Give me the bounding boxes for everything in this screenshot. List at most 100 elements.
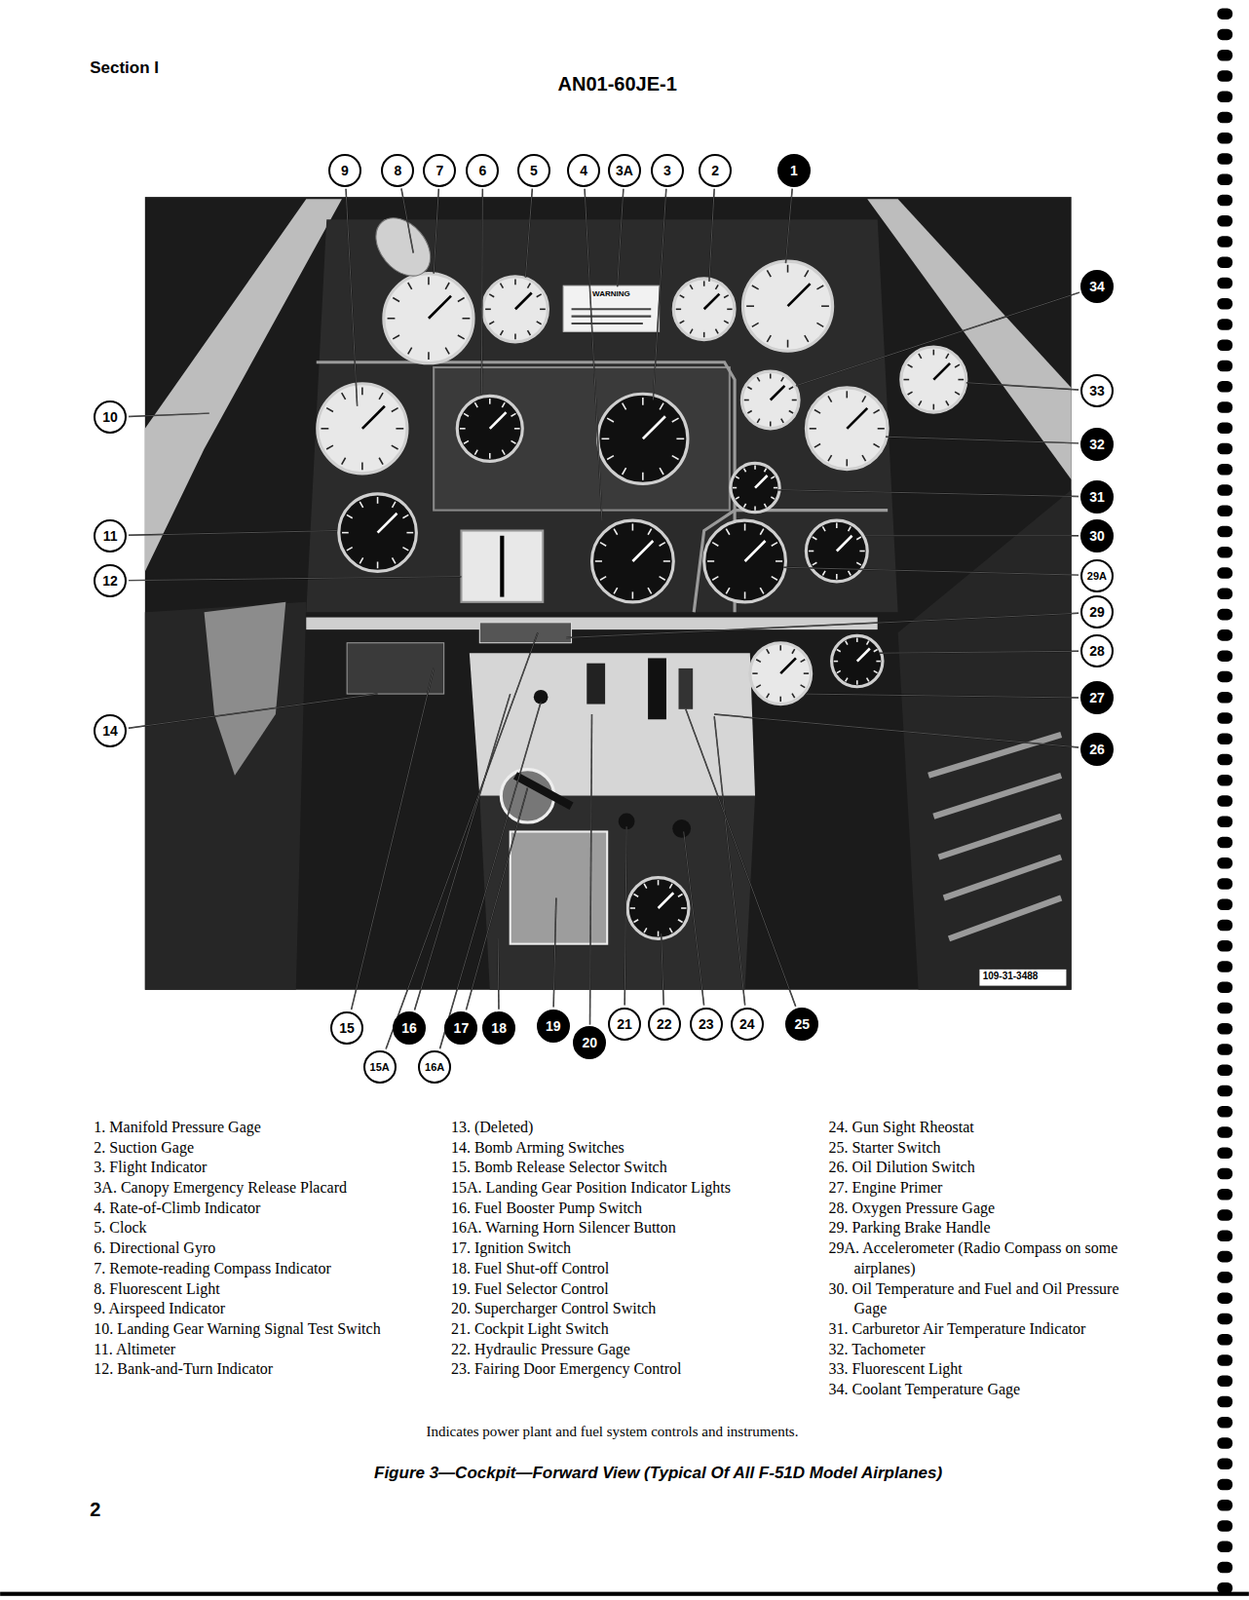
parts-list-item: 4. Rate-of-Climb Indicator bbox=[93, 1198, 386, 1219]
leader-line-highlight bbox=[128, 576, 461, 581]
parts-list-item: 20. Supercharger Control Switch bbox=[451, 1298, 754, 1320]
gauge-tick bbox=[812, 536, 818, 540]
gauge-tick bbox=[723, 320, 729, 324]
gauge-face bbox=[832, 635, 883, 686]
gauge-tick bbox=[326, 408, 334, 413]
leader-line-highlight bbox=[128, 693, 379, 728]
binding-hole bbox=[1216, 815, 1233, 828]
gauge-tick bbox=[678, 919, 683, 923]
gauge-needle bbox=[704, 294, 720, 310]
gauge-tick bbox=[392, 557, 396, 564]
gauge-tick bbox=[341, 457, 346, 465]
gauge-tick bbox=[445, 282, 450, 290]
gauge-tick bbox=[867, 641, 870, 645]
gauge-needle bbox=[857, 647, 871, 661]
leader-line bbox=[805, 693, 1079, 698]
gauge-tick bbox=[771, 542, 778, 547]
leader-line-highlight bbox=[553, 898, 557, 1008]
leader-line-highlight bbox=[385, 632, 538, 1049]
leader-line-highlight bbox=[624, 826, 627, 1005]
gauge-tick bbox=[392, 298, 400, 303]
parts-list-item: 24. Gun Sight Rheostat bbox=[828, 1117, 1126, 1138]
gauge-tick bbox=[457, 335, 465, 340]
gauge-tick bbox=[406, 531, 414, 534]
parts-list-item: 9. Airspeed Indicator bbox=[93, 1298, 386, 1320]
gauge-tick bbox=[445, 347, 450, 355]
gauge-face bbox=[750, 643, 812, 705]
callout-number: 26 bbox=[1080, 732, 1114, 766]
parts-list-item: 16A. Warning Horn Silencer Button bbox=[451, 1217, 754, 1239]
callout-text: 12 bbox=[102, 572, 118, 589]
knob bbox=[533, 689, 549, 705]
right-console-detail bbox=[928, 734, 1061, 939]
parts-list-item: 17. Ignition Switch bbox=[451, 1238, 754, 1259]
callout-text: 10 bbox=[102, 409, 118, 425]
lower-console bbox=[479, 795, 756, 990]
binding-hole bbox=[1216, 1313, 1233, 1325]
gauge-tick bbox=[756, 659, 761, 663]
leader-line-highlight bbox=[497, 938, 500, 1009]
leader-line bbox=[966, 382, 1079, 390]
leader-line bbox=[496, 938, 499, 1009]
gauge-tick bbox=[657, 931, 660, 937]
gauge-tick bbox=[672, 417, 680, 422]
gauge-tick bbox=[514, 278, 517, 285]
callout-text: 11 bbox=[103, 528, 118, 544]
gauge-tick bbox=[756, 684, 761, 688]
gauge-tick bbox=[862, 395, 867, 402]
leader-line-highlight bbox=[652, 189, 666, 401]
leader-line bbox=[652, 189, 666, 401]
leader-line bbox=[590, 714, 593, 1024]
binding-hole bbox=[1216, 898, 1233, 910]
parts-list-item: 30. Oil Temperature and Fuel and Oil Pre… bbox=[828, 1279, 1126, 1320]
gauge-tick bbox=[642, 397, 644, 406]
binding-hole bbox=[1216, 1168, 1233, 1180]
callout-text: 15 bbox=[339, 1020, 355, 1036]
gauge-face bbox=[742, 261, 833, 351]
parts-list-item: 10. Landing Gear Warning Signal Test Swi… bbox=[93, 1319, 386, 1340]
parts-list-item: 15A. Landing Gear Position Indicator Lig… bbox=[451, 1177, 754, 1199]
binding-hole bbox=[1216, 1478, 1233, 1491]
gauge-tick bbox=[361, 386, 364, 395]
gauge-tick bbox=[743, 503, 746, 508]
gauge-tick bbox=[643, 927, 647, 933]
callout-text: 29 bbox=[1089, 604, 1105, 620]
gauge-tick bbox=[908, 364, 913, 368]
gauge-tick bbox=[725, 587, 730, 594]
gauge-needle bbox=[490, 412, 507, 429]
gauge-tick bbox=[536, 321, 542, 325]
photo-tag-ground bbox=[979, 969, 1066, 986]
gauge-tick bbox=[735, 496, 740, 499]
gauge-tick bbox=[845, 641, 848, 645]
parts-list-item: 34. Coolant Temperature Gage bbox=[828, 1379, 1126, 1401]
gauge-tick bbox=[634, 894, 640, 898]
binding-hole bbox=[1216, 1437, 1233, 1449]
gauge-tick bbox=[821, 304, 830, 307]
gauge-tick bbox=[747, 386, 752, 389]
gauge-tick bbox=[809, 427, 817, 430]
gauge-tick bbox=[659, 576, 666, 581]
gauge-tick bbox=[606, 417, 614, 422]
gauge-tick bbox=[341, 392, 346, 400]
gauge-needle bbox=[846, 408, 868, 429]
gauge-tick bbox=[908, 391, 913, 395]
parts-list-item: 31. Carburetor Air Temperature Indicator bbox=[828, 1319, 1126, 1340]
gauge-tick bbox=[800, 659, 806, 663]
gauge-tick bbox=[957, 378, 964, 381]
gauge-tick bbox=[747, 410, 752, 413]
gauge-tick bbox=[632, 591, 635, 599]
leader-line-highlight bbox=[590, 714, 593, 1024]
gauge-tick bbox=[669, 883, 673, 889]
gauge-tick bbox=[754, 464, 757, 469]
callout-number: 30 bbox=[1080, 519, 1114, 553]
binding-hole bbox=[1216, 649, 1233, 662]
gauge-tick bbox=[395, 427, 404, 430]
leader-line-highlight bbox=[685, 709, 796, 1007]
gauge-tick bbox=[489, 321, 494, 325]
binding-hole bbox=[1216, 318, 1233, 331]
callout-number: 14 bbox=[93, 714, 127, 748]
gauge-tick bbox=[715, 284, 719, 290]
binding-hole bbox=[1216, 49, 1233, 62]
gauge-tick bbox=[725, 529, 730, 535]
callout-text: 27 bbox=[1089, 689, 1105, 706]
